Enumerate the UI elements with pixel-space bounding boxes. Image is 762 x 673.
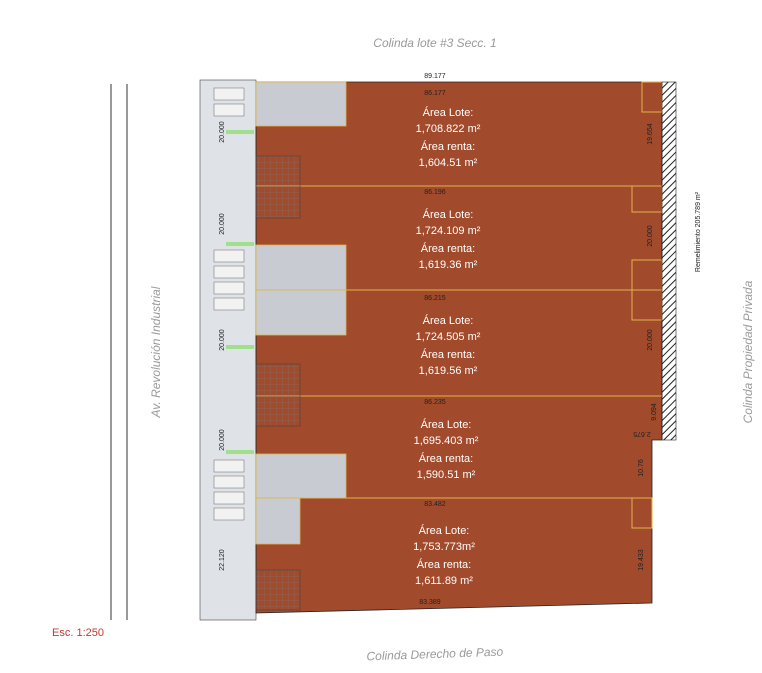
building: [255, 497, 301, 545]
parking-stalls: [213, 87, 245, 521]
green-accents: [226, 130, 254, 454]
lot-2-area-renta-label: Área renta:: [421, 242, 475, 255]
building-grid: [255, 363, 301, 427]
lot-4-area-renta: 1,590.51 m²: [417, 469, 476, 481]
lot-3-area-lote-label: Área Lote:: [423, 314, 474, 327]
dim-lot-1-side: 19.654: [647, 123, 654, 145]
lot-5-area-renta: 1,611.89 m²: [415, 575, 473, 587]
lot-3-labels: Área Lote: 1,724.505 m² Área renta: 1,61…: [416, 314, 481, 377]
lot-4-labels: Área Lote: 1,695.403 m² Área renta: 1,59…: [414, 418, 479, 481]
lot-2-labels: Área Lote: 1,724.109 m² Área renta: 1,61…: [416, 208, 481, 271]
building-grid: [255, 155, 301, 219]
lot-4-area-lote-label: Área Lote:: [421, 418, 472, 431]
lot-3-area-renta: 1,619.56 m²: [419, 365, 478, 377]
building: [255, 244, 347, 291]
lot-2-area-lote-label: Área Lote:: [423, 208, 474, 221]
buildings: [255, 81, 347, 611]
lot-5-area-lote-label: Área Lote:: [419, 524, 470, 537]
boundary-top-label: Colinda lote #3 Secc. 1: [373, 36, 496, 50]
lot-5-area-lote: 1,753.773m²: [413, 541, 475, 553]
building-grid: [255, 569, 301, 611]
lot-3-area-renta-label: Área renta:: [421, 348, 475, 361]
building: [255, 81, 347, 127]
lot-5-fill: [255, 497, 653, 614]
dim-step: 2.675: [633, 430, 651, 437]
dim-lot-2-left: 20.000: [219, 213, 226, 235]
dim-lot-5-left: 22.120: [219, 549, 226, 571]
dim-lot-1-top: 86.177: [424, 90, 446, 97]
lot-1-labels: Área Lote: 1,708.822 m² Área renta: 1,60…: [416, 106, 481, 169]
dim-lot-4b-side: 10.76: [638, 459, 645, 477]
lot-3-area-lote: 1,724.505 m²: [416, 331, 481, 343]
building: [255, 453, 347, 499]
dim-lot-3-left: 20.000: [219, 329, 226, 351]
remnant-label: Remelimiento 205.789 m²: [695, 191, 702, 272]
lot-1-area-renta-label: Área renta:: [421, 140, 475, 153]
lot-1-area-renta: 1,604.51 m²: [419, 157, 478, 169]
remnant-strip: [661, 81, 677, 441]
lot-5-area-renta-label: Área renta:: [417, 558, 471, 571]
boundary-bottom-label: Colinda Derecho de Paso: [366, 645, 503, 664]
dim-lot-2-side: 20.000: [647, 225, 654, 247]
dim-lot-2-top: 86.196: [424, 189, 446, 196]
dim-lot-5-side: 19.433: [638, 549, 645, 571]
lot-1-area-lote: 1,708.822 m²: [416, 123, 481, 135]
dim-overall-top: 89.177: [424, 73, 446, 80]
boundary-left-label: Av. Revolución Industrial: [149, 286, 163, 418]
left-strip: [199, 79, 257, 621]
dim-lot-4-top: 86.235: [424, 399, 446, 406]
dim-lot-4-left: 20.000: [219, 429, 226, 451]
dim-bottom: 83.389: [419, 599, 441, 606]
lot-1-area-lote-label: Área Lote:: [423, 106, 474, 119]
dim-lot-1-left: 20.000: [219, 121, 226, 143]
dim-lot-3-top: 86.215: [424, 295, 446, 302]
dim-lot-3-side: 20.000: [647, 329, 654, 351]
scale-label: Esc. 1:250: [52, 627, 104, 639]
lot-4-area-lote: 1,695.403 m²: [414, 435, 479, 447]
boundary-right-label: Colinda Propiedad Privada: [741, 280, 755, 423]
lot-5-labels: Área Lote: 1,753.773m² Área renta: 1,611…: [413, 524, 475, 587]
dim-lot-4-side: 9.094: [651, 403, 658, 421]
dim-lot-5-top: 83.482: [424, 501, 446, 508]
lot-2-area-lote: 1,724.109 m²: [416, 225, 481, 237]
lot-4-area-renta-label: Área renta:: [419, 452, 473, 465]
lot-2-area-renta: 1,619.36 m²: [419, 259, 478, 271]
building: [255, 289, 347, 336]
lots-group: [255, 81, 663, 614]
